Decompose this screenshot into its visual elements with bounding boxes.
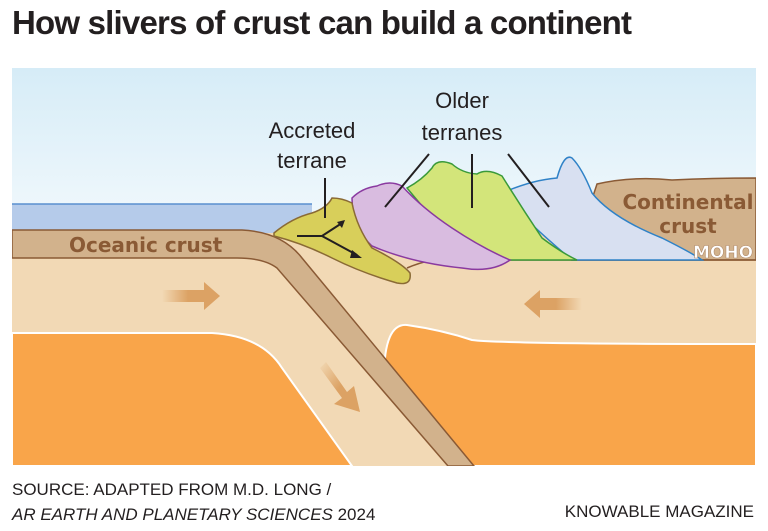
older-terrane-purple (351, 182, 512, 271)
label-continental-crust-2: crust (659, 214, 717, 238)
right-asthenosphere (382, 323, 756, 466)
accreted-terrane-arrows-icon (297, 220, 362, 258)
publisher-credit: KNOWABLE MAGAZINE (564, 502, 754, 521)
label-accreted-terrane-1: Accreted (269, 118, 356, 143)
page-title: How slivers of crust can build a contine… (12, 4, 632, 41)
leader-line-older-1 (384, 153, 430, 208)
label-older-terranes-1: Older (435, 88, 489, 113)
source-journal: AR EARTH AND PLANETARY SCIENCES (12, 505, 333, 524)
crust-diagram: Accreted terrane Older terranes Oceanic … (12, 68, 756, 466)
source-line-1: SOURCE: ADAPTED FROM M.D. LONG / (12, 480, 332, 499)
source-year: 2024 (332, 505, 376, 524)
arrow-down-icon (320, 362, 360, 412)
label-continental-crust-1: Continental (622, 190, 753, 214)
arrow-right-icon (162, 282, 220, 310)
ocean (12, 204, 312, 233)
source-line-2: AR EARTH AND PLANETARY SCIENCES 2024 (12, 502, 375, 527)
left-asthenosphere (12, 332, 354, 466)
source-citation: SOURCE: ADAPTED FROM M.D. LONG / AR EART… (12, 477, 375, 527)
older-terrane-green (405, 161, 578, 261)
accreted-terrane (273, 197, 411, 285)
label-oceanic-crust: Oceanic crust (69, 233, 223, 257)
label-older-terranes-2: terranes (422, 120, 503, 145)
oceanic-crust-slab (12, 229, 475, 466)
leader-line-older-3 (507, 153, 550, 208)
arrow-left-icon (524, 290, 582, 318)
label-moho: MOHO (693, 243, 753, 263)
label-accreted-terrane-2: terrane (277, 148, 347, 173)
